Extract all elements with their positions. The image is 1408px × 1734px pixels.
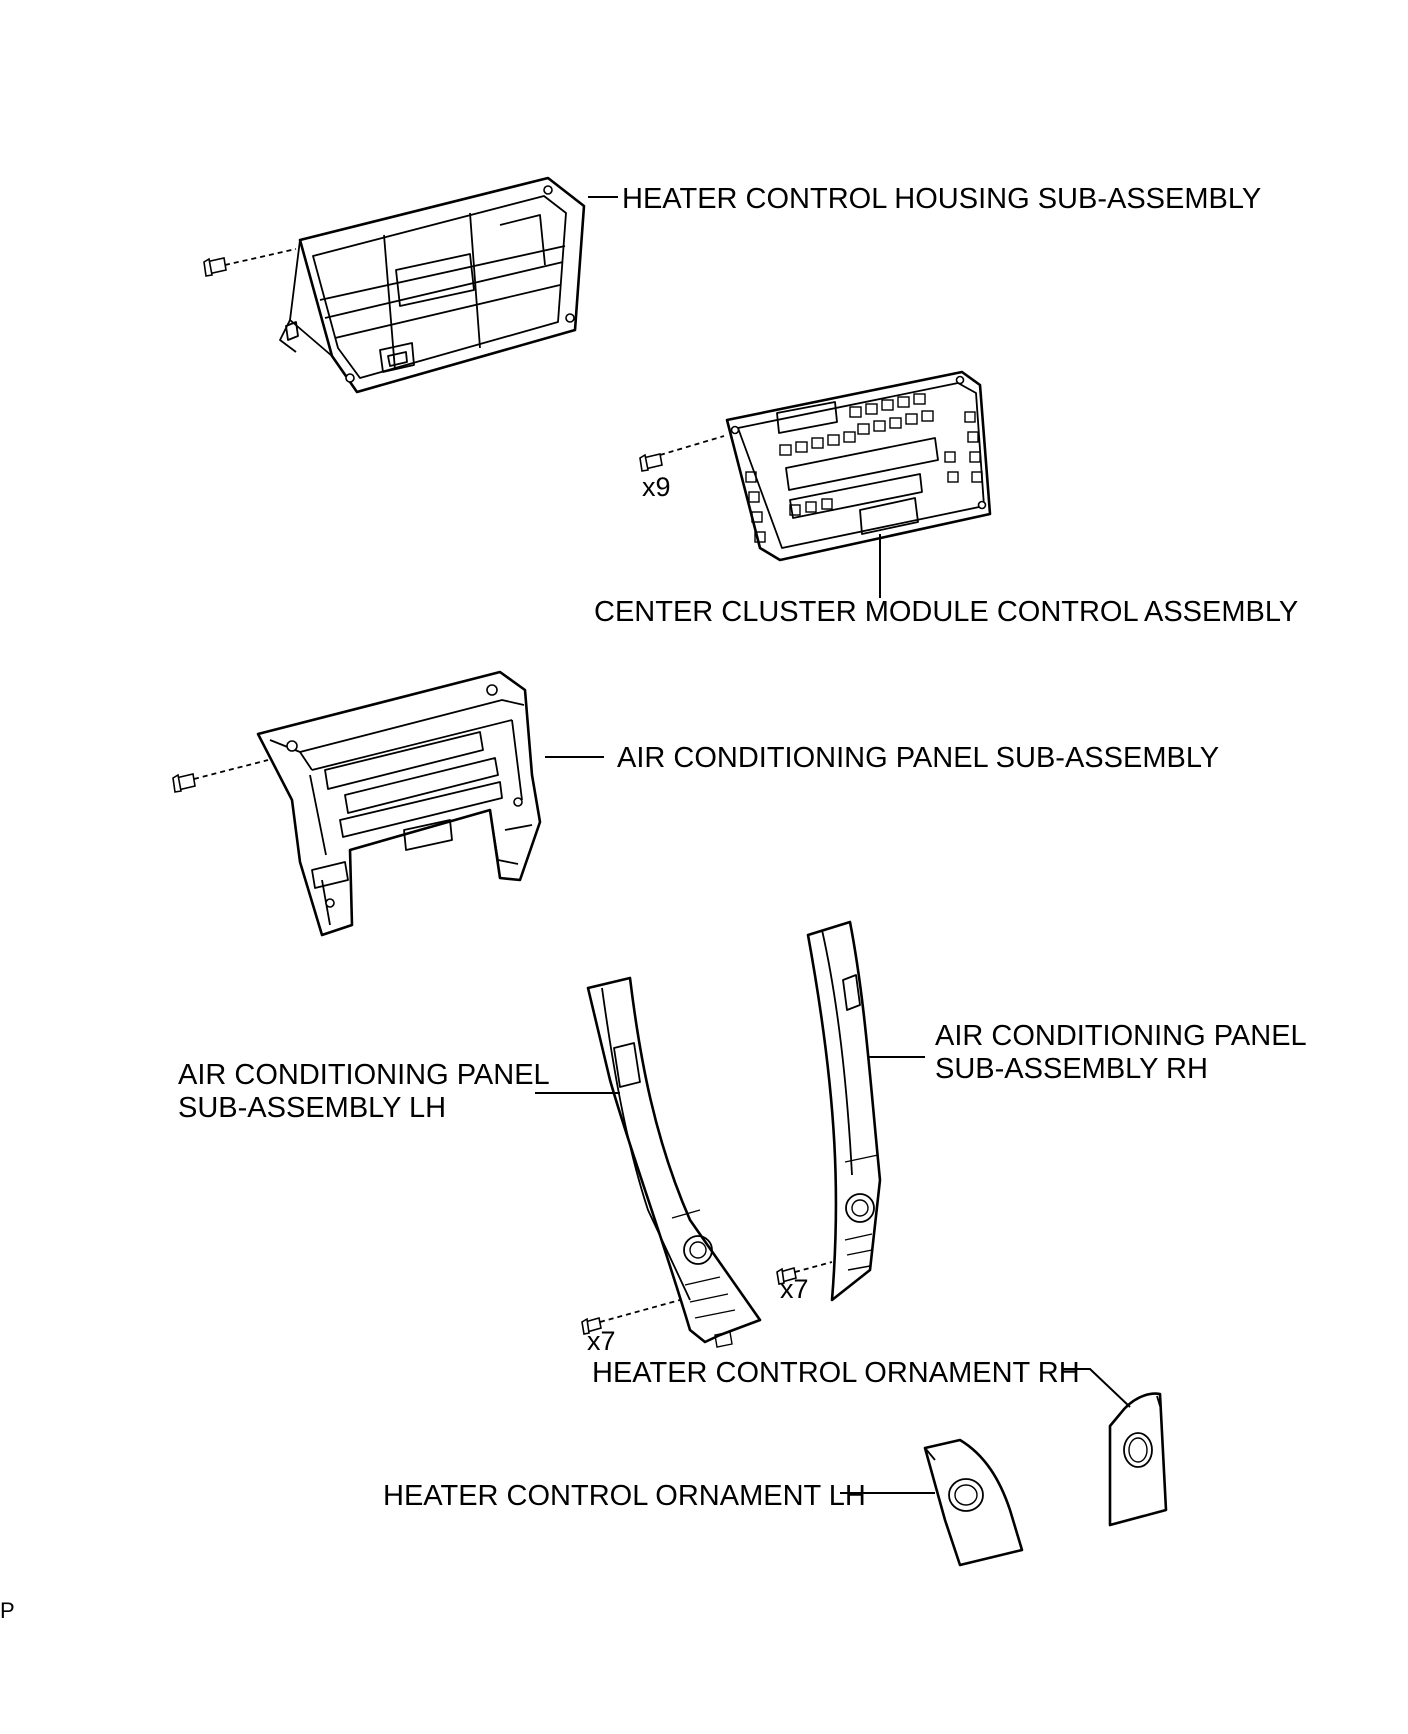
air-conditioning-panel-label: AIR CONDITIONING PANEL SUB-ASSEMBLY [617, 742, 1219, 774]
center-cluster-module-drawing [639, 370, 992, 562]
ac-panel-rh-label-line1: AIR CONDITIONING PANEL [935, 1020, 1307, 1052]
ac-panel-lh-label-line1: AIR CONDITIONING PANEL [178, 1059, 550, 1091]
heater-ornament-lh-label: HEATER CONTROL ORNAMENT LH [383, 1480, 866, 1512]
air-conditioning-panel-drawing [172, 670, 542, 937]
ac-panel-lh-label-line2: SUB-ASSEMBLY LH [178, 1092, 446, 1124]
center-cluster-screw-quantity: x9 [642, 472, 671, 502]
screw-icon [776, 1266, 797, 1285]
ac-panel-rh-drawing [776, 920, 882, 1302]
screw-icon [172, 773, 196, 793]
screw-icon [639, 453, 663, 472]
screw-icon [581, 1316, 602, 1335]
heater-ornament-rh-drawing [1108, 1392, 1168, 1527]
heater-control-housing-label: HEATER CONTROL HOUSING SUB-ASSEMBLY [622, 183, 1261, 215]
ac-panel-rh-label-line2: SUB-ASSEMBLY RH [935, 1053, 1208, 1085]
center-cluster-module-label: CENTER CLUSTER MODULE CONTROL ASSEMBLY [594, 596, 1298, 628]
ac-panel-lh-drawing [581, 976, 762, 1348]
ac-panel-rh-screw-quantity: x7 [780, 1274, 809, 1304]
screw-icon [203, 257, 227, 277]
ac-panel-lh-screw-quantity: x7 [587, 1326, 616, 1356]
heater-ornament-rh-label: HEATER CONTROL ORNAMENT RH [592, 1357, 1080, 1389]
heater-ornament-lh-drawing [923, 1438, 1024, 1567]
corner-code: P [0, 1598, 15, 1623]
heater-control-housing-drawing [203, 176, 586, 394]
